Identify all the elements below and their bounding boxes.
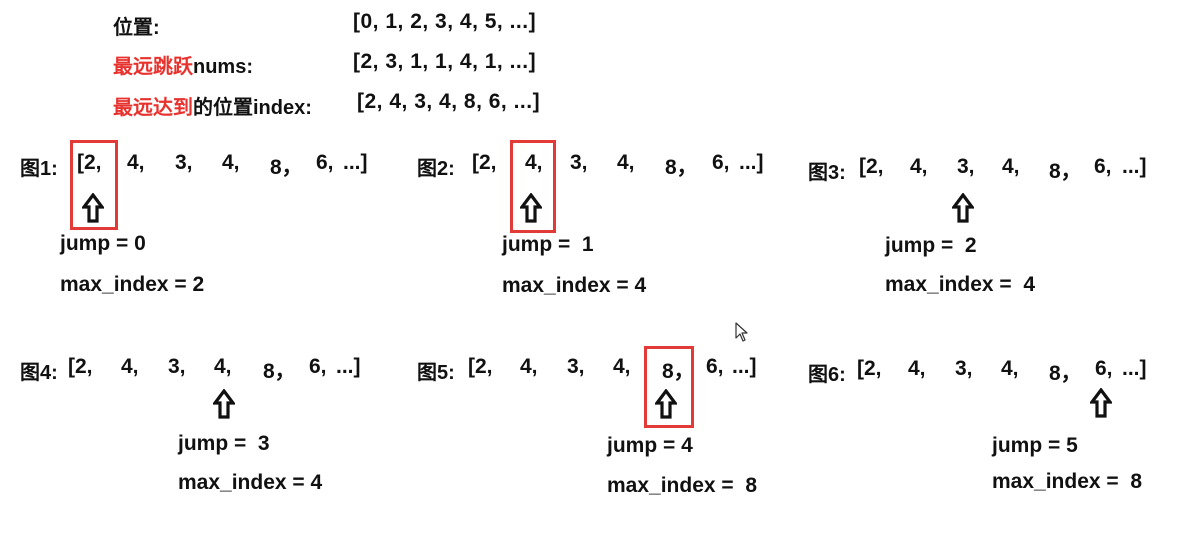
highlight-box — [70, 140, 118, 230]
max-index-value: max_index = 4 — [885, 273, 1036, 296]
jump-value: jump = 3 — [178, 432, 270, 455]
array-item: 4, — [127, 151, 145, 174]
array-item: 8， — [1049, 160, 1082, 183]
array-item: 4, — [121, 355, 139, 378]
position-label: 位置: — [113, 17, 160, 39]
array-item: 4, — [908, 357, 926, 380]
array-item: 3, — [570, 151, 588, 174]
array-tail: ...] — [1122, 155, 1147, 178]
array-item: 4, — [613, 355, 631, 378]
highlight-box — [644, 346, 694, 428]
array-tail: ...] — [336, 355, 361, 378]
figure-label: 图4: — [20, 362, 58, 384]
up-arrow-icon — [213, 389, 235, 419]
array-item: 6, — [316, 151, 334, 174]
array-item: 8， — [665, 156, 698, 179]
jump-value: jump = 0 — [60, 232, 146, 255]
array-item: 8， — [1049, 362, 1082, 385]
array-tail: ...] — [732, 355, 757, 378]
jump-value: jump = 1 — [502, 233, 594, 256]
array-item: 4, — [214, 355, 232, 378]
array-item: [2, — [472, 151, 497, 174]
max-jump-label: 最远跳跃nums: — [113, 50, 253, 79]
array-tail: ...] — [343, 151, 368, 174]
array-item: 8， — [263, 360, 296, 383]
array-item: 4, — [910, 155, 928, 178]
max-index-value: max_index = 4 — [178, 471, 323, 494]
max-jump-label-red: 最远跳跃 — [113, 56, 193, 78]
max-reach-label-black: 的位置index: — [193, 97, 312, 119]
array-item: [2, — [859, 155, 884, 178]
array-item: 3, — [957, 155, 975, 178]
jump-value: jump = 4 — [607, 434, 693, 457]
up-arrow-icon — [82, 193, 104, 223]
array-item: 6, — [1094, 155, 1112, 178]
array-item: 3, — [175, 151, 193, 174]
array-item: 6, — [706, 355, 724, 378]
array-item: [2, — [68, 355, 93, 378]
highlight-box — [510, 140, 556, 233]
array-item: [2, — [857, 357, 882, 380]
up-arrow-icon — [952, 193, 974, 223]
up-arrow-icon — [655, 389, 677, 419]
position-values: [0, 1, 2, 3, 4, 5, ...] — [353, 10, 537, 33]
array-item: 8， — [270, 156, 303, 179]
max-index-value: max_index = 8 — [607, 474, 758, 497]
max-reach-label-red: 最远达到 — [113, 97, 193, 119]
array-item: 6, — [1095, 357, 1113, 380]
max-index-value: max_index = 2 — [60, 273, 205, 296]
array-item: 3, — [168, 355, 186, 378]
array-item: [2, — [77, 151, 102, 174]
jump-value: jump = 2 — [885, 234, 977, 257]
array-item: 8， — [662, 360, 695, 383]
figure-label: 图6: — [808, 364, 846, 386]
array-tail: ...] — [739, 151, 764, 174]
array-tail: ...] — [1122, 357, 1147, 380]
index-values: [2, 4, 3, 4, 8, 6, ...] — [357, 90, 541, 113]
up-arrow-icon — [520, 193, 542, 223]
nums-values: [2, 3, 1, 1, 4, 1, ...] — [353, 50, 537, 73]
jump-value: jump = 5 — [992, 434, 1078, 457]
max-jump-label-black: nums: — [193, 56, 253, 78]
array-item: 4, — [1002, 155, 1020, 178]
figure-label: 图5: — [417, 362, 455, 384]
mouse-cursor-icon — [735, 322, 748, 342]
max-index-value: max_index = 4 — [502, 274, 647, 297]
array-item: 4, — [525, 151, 543, 174]
max-reach-label: 最远达到的位置index: — [113, 91, 312, 120]
array-item: 4, — [1001, 357, 1019, 380]
up-arrow-icon — [1090, 388, 1112, 418]
array-item: 3, — [955, 357, 973, 380]
max-index-value: max_index = 8 — [992, 470, 1143, 493]
figure-label: 图1: — [20, 158, 58, 180]
array-item: 6, — [712, 151, 730, 174]
array-item: 4, — [222, 151, 240, 174]
array-item: 3, — [567, 355, 585, 378]
figure-label: 图3: — [808, 162, 846, 184]
array-item: 4, — [520, 355, 538, 378]
figure-label: 图2: — [417, 158, 455, 180]
array-item: 4, — [617, 151, 635, 174]
array-item: 6, — [309, 355, 327, 378]
array-item: [2, — [468, 355, 493, 378]
